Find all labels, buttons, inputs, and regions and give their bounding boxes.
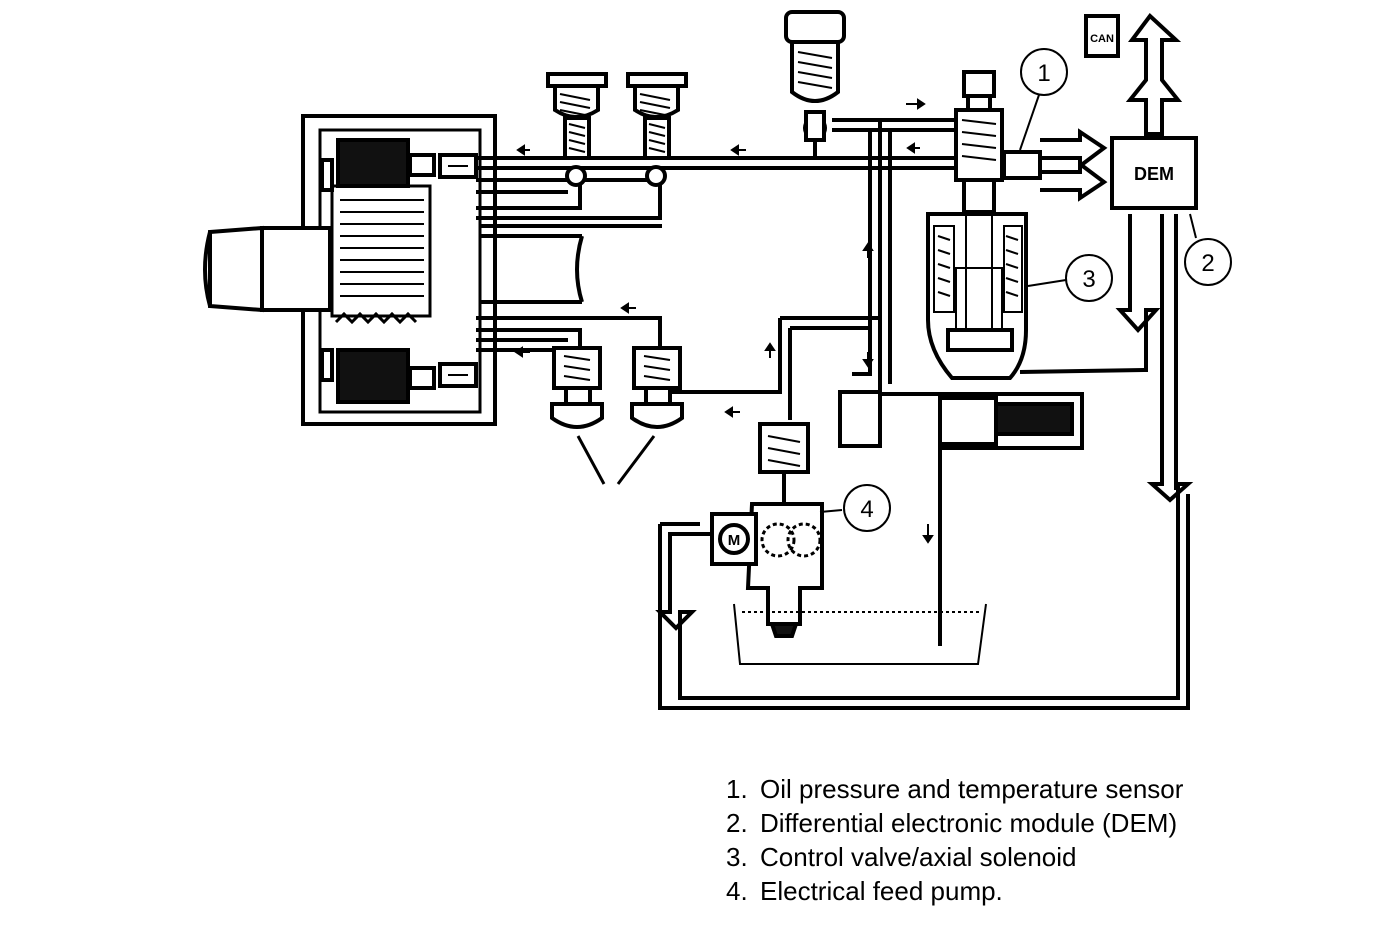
callout-3-label: 3 xyxy=(1082,266,1095,293)
dem-module xyxy=(1110,136,1198,210)
lower-pressure-line xyxy=(476,316,880,420)
callout-2-label: 2 xyxy=(1201,250,1214,277)
electrical-feed-pump xyxy=(710,422,824,638)
callout-4-circle xyxy=(843,484,891,532)
legend-number: 1. xyxy=(726,774,748,804)
legend-text: Electrical feed pump. xyxy=(760,876,1003,906)
legend-text: Differential electronic module (DEM) xyxy=(760,808,1178,838)
lower-valve-1 xyxy=(550,346,604,429)
callout-2-circle xyxy=(1184,238,1232,286)
legend-number: 4. xyxy=(726,876,748,906)
upper-valve-1 xyxy=(546,72,608,187)
lower-valve-2 xyxy=(630,346,684,429)
callout-1-label: 1 xyxy=(1037,60,1050,87)
oil-pressure-temperature-sensor xyxy=(1002,128,1108,202)
legend-number: 2. xyxy=(726,808,748,838)
callout-3-circle xyxy=(1065,254,1113,302)
can-label: CAN xyxy=(1090,33,1114,45)
upper-pressure-line xyxy=(476,156,960,228)
upper-valve-2 xyxy=(626,72,688,187)
legend-number: 3. xyxy=(726,842,748,872)
legend-text: Oil pressure and temperature sensor xyxy=(760,774,1184,804)
callout-4-label: 4 xyxy=(860,496,873,523)
control-valve-solenoid xyxy=(926,70,1028,380)
legend-item-3: 3. Control valve/axial solenoid xyxy=(726,840,1183,874)
legend-text: Control valve/axial solenoid xyxy=(760,842,1077,872)
oil-reservoir xyxy=(733,603,987,665)
pressure-accumulator xyxy=(784,10,846,158)
motor-label: M xyxy=(728,532,741,549)
legend: 1. Oil pressure and temperature sensor 2.… xyxy=(726,772,1183,908)
callout-1-circle xyxy=(1020,48,1068,96)
can-connector xyxy=(1084,14,1120,58)
legend-item-1: 1. Oil pressure and temperature sensor xyxy=(726,772,1183,806)
legend-item-4: 4. Electrical feed pump. xyxy=(726,874,1183,908)
coupling-housing xyxy=(203,114,584,426)
can-bus-arrow xyxy=(1125,13,1183,136)
legend-item-2: 2. Differential electronic module (DEM) xyxy=(726,806,1183,840)
dem-label: DEM xyxy=(1134,164,1174,184)
